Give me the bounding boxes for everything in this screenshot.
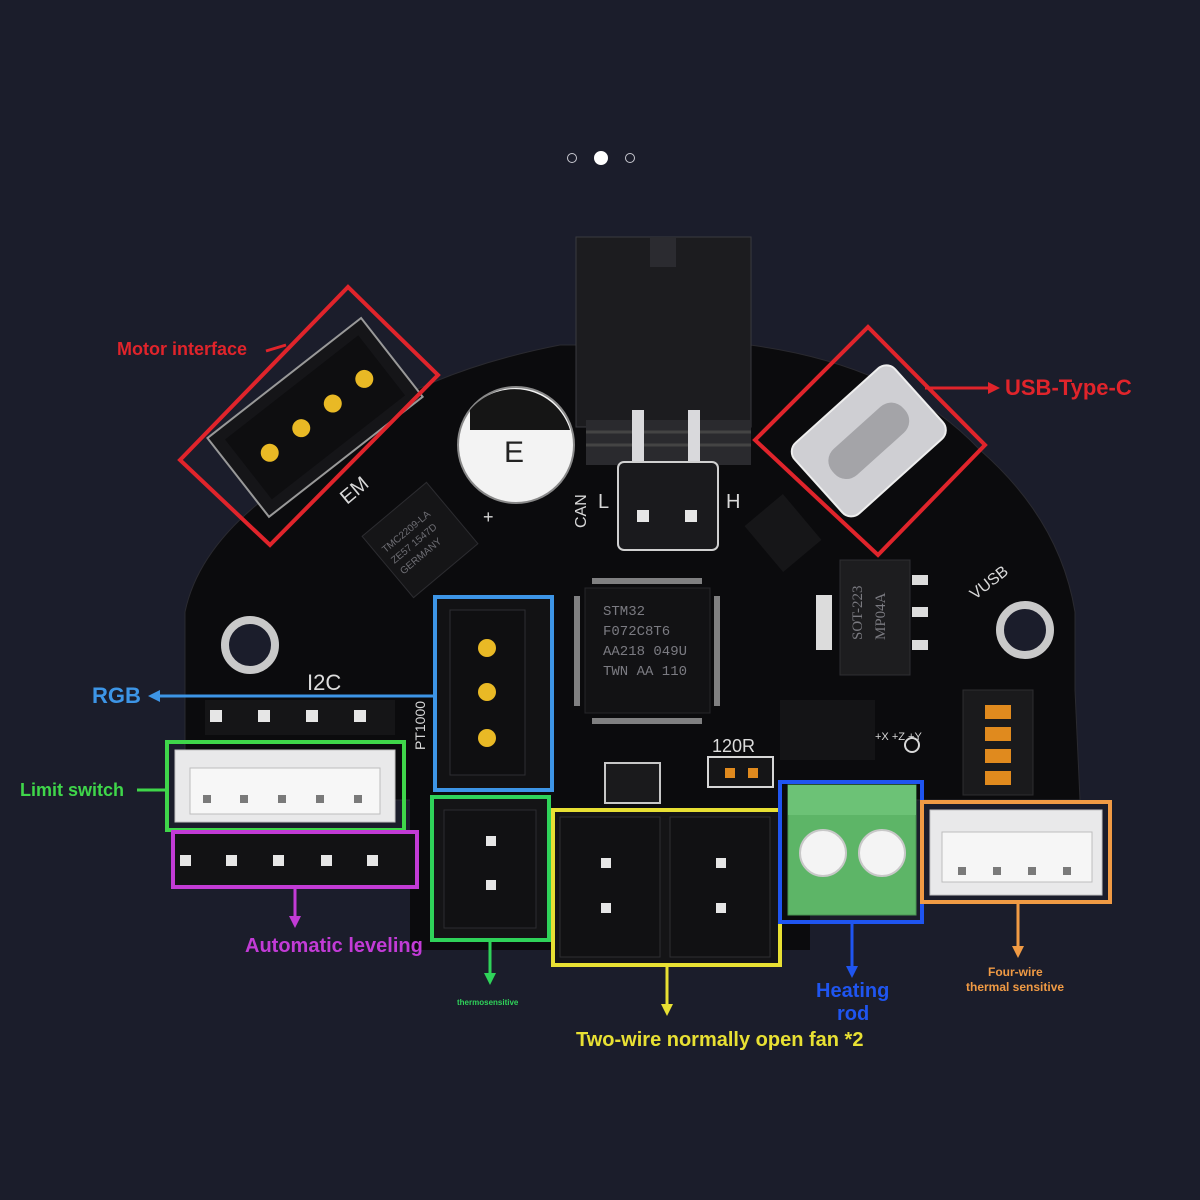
regulator-leg bbox=[912, 640, 928, 650]
crystal bbox=[604, 762, 661, 804]
jumper-pin bbox=[748, 768, 758, 778]
smd-part bbox=[744, 493, 822, 573]
label-two-wire-fan: Two-wire normally open fan *2 bbox=[576, 1029, 864, 1051]
rgb-pin bbox=[354, 710, 366, 722]
label-automatic-leveling: Automatic leveling bbox=[245, 935, 423, 957]
label-heating-rod-line1: Heating bbox=[816, 980, 890, 1002]
limit-switch-cavity bbox=[189, 767, 381, 815]
smd-part bbox=[780, 700, 875, 760]
can-connector bbox=[617, 461, 719, 551]
rgb-connector-pin bbox=[478, 639, 496, 657]
power-connector-body bbox=[575, 236, 752, 428]
fan-connector-2 bbox=[669, 816, 771, 958]
silk-can: CAN bbox=[573, 494, 590, 528]
rgb-arrow-head bbox=[148, 690, 160, 702]
usb-arrow-head bbox=[988, 382, 1000, 394]
thermo-pin bbox=[486, 836, 496, 846]
fourwire-arrow-head bbox=[1012, 946, 1024, 958]
heating-terminal-top bbox=[788, 785, 916, 815]
usb-box bbox=[752, 324, 988, 558]
heating-screw-2 bbox=[858, 829, 906, 877]
label-thermosensitive: thermosensitive bbox=[457, 998, 519, 1007]
driver-chip: TMC2209-LA ZE57 1547D GERMANY bbox=[361, 481, 479, 599]
silk-plus: + bbox=[483, 507, 494, 527]
silk-regulator-2: MP04A bbox=[873, 592, 889, 640]
fourwire-pins bbox=[958, 867, 1071, 875]
usb-c-port bbox=[790, 364, 947, 518]
silk-mcu-3: AA218 049U bbox=[603, 644, 687, 660]
silk-can-l: L bbox=[598, 491, 609, 513]
thermo-pin bbox=[486, 880, 496, 890]
mounting-hole-left bbox=[221, 616, 279, 674]
thermo-arrow-head bbox=[484, 973, 496, 985]
fan-pin bbox=[601, 858, 611, 868]
label-heating-rod-line2: rod bbox=[837, 1003, 870, 1025]
rgb-connector-pin bbox=[478, 683, 496, 701]
jumper-pin bbox=[725, 768, 735, 778]
label-limit-switch: Limit switch bbox=[20, 780, 125, 800]
fourwire-box bbox=[920, 800, 1112, 904]
fan-pin bbox=[601, 903, 611, 913]
label-rgb: RGB bbox=[92, 683, 141, 708]
carousel-dot-1[interactable] bbox=[567, 153, 577, 163]
silk-can-h: H bbox=[726, 491, 740, 513]
mcu-chip bbox=[584, 587, 711, 714]
heating-arrow-head bbox=[846, 966, 858, 978]
leveling-box bbox=[171, 830, 419, 889]
carousel-dots bbox=[565, 148, 637, 170]
limit-switch-pins bbox=[203, 795, 362, 803]
label-fourwire-line1: Four-wire bbox=[988, 965, 1043, 979]
silk-120r: 120R bbox=[712, 736, 755, 756]
label-fourwire-line2: thermal sensitive bbox=[966, 980, 1065, 994]
carousel-dot-2-active[interactable] bbox=[594, 151, 608, 165]
silk-mcu-2: F072C8T6 bbox=[603, 624, 670, 640]
silk-pt1000: PT1000 bbox=[412, 701, 428, 750]
axis-origin-mark bbox=[904, 737, 920, 753]
rgb-pin bbox=[210, 710, 222, 722]
can-pin-l bbox=[637, 510, 649, 522]
regulator-tab bbox=[816, 595, 832, 650]
regulator-leg bbox=[912, 607, 928, 617]
leveling-pins bbox=[180, 855, 378, 866]
thermo-connector bbox=[443, 809, 537, 929]
can-pin-h bbox=[685, 510, 697, 522]
silk-i2c: I2C bbox=[307, 670, 341, 695]
mcu-pins bbox=[574, 578, 720, 724]
fan-pin bbox=[716, 858, 726, 868]
leveling-arrow-head bbox=[289, 916, 301, 928]
fan-arrow-head bbox=[661, 1004, 673, 1016]
rgb-pin bbox=[258, 710, 270, 722]
capacitor-stripe bbox=[470, 389, 570, 430]
label-motor-interface: Motor interface bbox=[117, 339, 248, 359]
carousel-dot-3[interactable] bbox=[625, 153, 635, 163]
motor-connector bbox=[206, 316, 425, 519]
rgb-header bbox=[205, 700, 395, 735]
silk-mcu-4: TWN AA 110 bbox=[603, 664, 687, 680]
heating-screw-1 bbox=[799, 829, 847, 877]
motor-box bbox=[177, 284, 441, 548]
silk-cap: E bbox=[504, 436, 524, 469]
dip-switch-toggles bbox=[985, 705, 1011, 785]
regulator-leg bbox=[912, 575, 928, 585]
rgb-connector-pin bbox=[478, 729, 496, 747]
fourwire-cavity bbox=[941, 831, 1093, 883]
fan-connector-1 bbox=[559, 816, 661, 958]
silk-axes: +X +Z +Y bbox=[875, 731, 922, 743]
power-connector-notch bbox=[650, 237, 676, 267]
power-connector-base bbox=[586, 420, 751, 465]
label-usb-type-c: USB-Type-C bbox=[1005, 375, 1132, 400]
mounting-hole-right bbox=[996, 601, 1054, 659]
silk-regulator-1: SOT-223 bbox=[850, 586, 866, 640]
fan-pin bbox=[716, 903, 726, 913]
jumper-120r bbox=[707, 756, 774, 788]
regulator bbox=[839, 559, 911, 676]
rgb-pin bbox=[306, 710, 318, 722]
motor-leader-line bbox=[265, 343, 287, 353]
silk-mcu-1: STM32 bbox=[603, 604, 645, 620]
